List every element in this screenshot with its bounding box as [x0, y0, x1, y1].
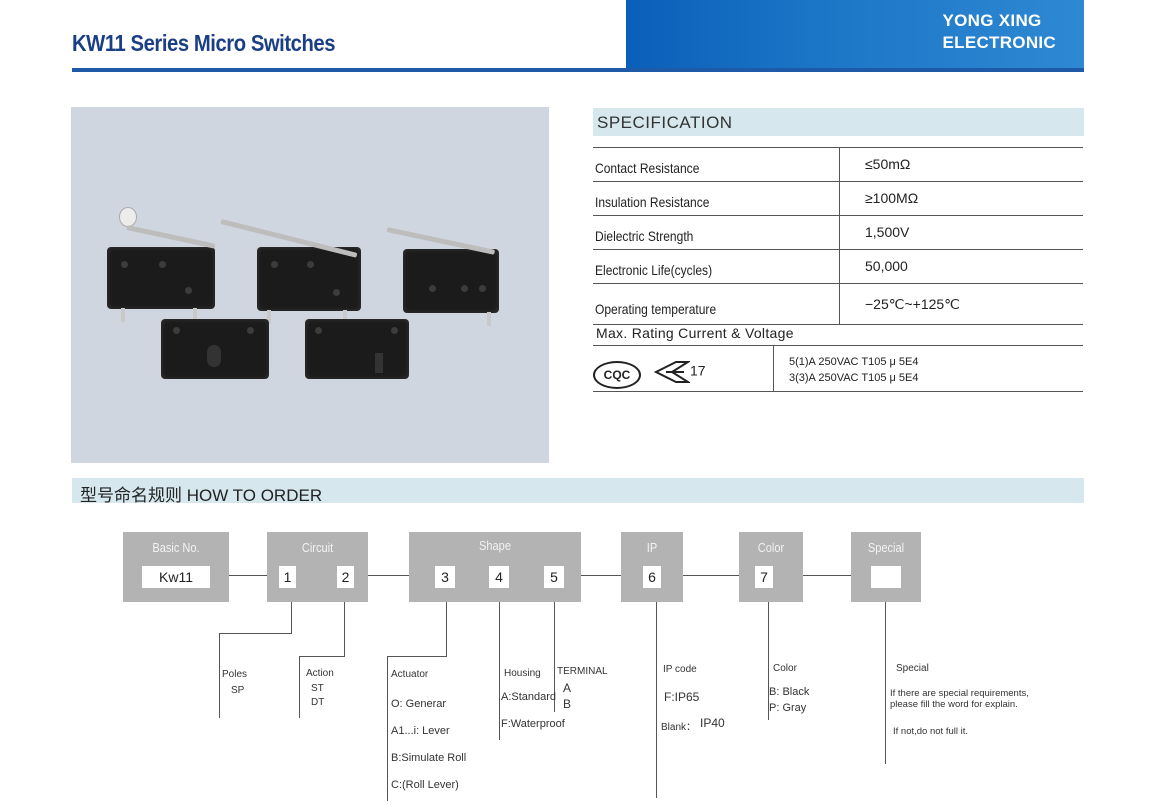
- housing-f: F:Waterproof: [501, 718, 565, 730]
- special-note-1: If there are special requirements,: [890, 688, 1029, 699]
- actuator-b: B:Simulate Roll: [391, 752, 467, 764]
- brand-banner: [626, 0, 1084, 70]
- switch-lever: [257, 247, 361, 311]
- action-st: ST: [311, 683, 324, 694]
- max-rating-label: Max. Rating Current & Voltage: [596, 325, 794, 341]
- color-box: Color 7: [739, 532, 803, 602]
- switch-pin-plunger: [161, 319, 269, 379]
- ip-box: IP 6: [621, 532, 683, 602]
- spec-row: Electronic Life(cycles)50,000: [593, 249, 1083, 284]
- actuator-label: Actuator: [391, 669, 429, 680]
- switch-roller-lever: [107, 247, 215, 309]
- page-title: KW11 Series Micro Switches: [72, 30, 336, 56]
- action-label: Action: [306, 668, 334, 679]
- brand-logo-text: YONG XING ELECTRONIC: [943, 10, 1057, 54]
- action-dt: DT: [311, 697, 325, 708]
- housing-a: A:Standard: [501, 691, 557, 703]
- color-label: Color: [773, 663, 797, 674]
- rating-line: 3(3)A 250VAC T105 μ 5E4: [789, 372, 919, 384]
- basic-no-value: Kw11: [142, 566, 210, 588]
- circuit-box: Circuit 1 2: [267, 532, 368, 602]
- terminal-label: TERMINAL: [557, 666, 608, 677]
- spec-row: Insulation Resistance≥100MΩ: [593, 181, 1083, 216]
- spec-row: Contact Resistance≤50mΩ: [593, 147, 1083, 182]
- color-gray: P: Gray: [769, 702, 807, 714]
- shape-box: Shape 3 4 5: [409, 532, 581, 602]
- special-label: Special: [896, 663, 929, 674]
- ek-cert-logo: 17: [653, 360, 706, 384]
- poles-label: Poles: [222, 669, 248, 680]
- ip65-option: F:IP65: [664, 690, 700, 704]
- actuator-o: O: Generar: [391, 698, 447, 710]
- ip-code-label: IP code: [663, 664, 697, 675]
- terminal-b: B: [563, 697, 572, 711]
- poles-sp: SP: [231, 685, 245, 696]
- ip-blank: Blank：: [661, 722, 697, 733]
- special-note-3: If not,do not full it.: [893, 726, 968, 737]
- actuator-a: A1...i: Lever: [391, 725, 450, 737]
- basic-no-box: Basic No. Kw11: [123, 532, 229, 602]
- actuator-c: C:(Roll Lever): [391, 779, 459, 791]
- brand-line-2: ELECTRONIC: [942, 33, 1056, 52]
- rating-line: 5(1)A 250VAC T105 μ 5E4: [789, 356, 919, 368]
- roller-icon: [119, 207, 137, 227]
- brand-line-1: YONG XING: [942, 11, 1042, 30]
- ip40-option: IP40: [700, 716, 725, 730]
- color-black: B: Black: [769, 686, 810, 698]
- header-divider: [72, 68, 1084, 72]
- special-note-2: please fill the word for explain.: [890, 699, 1018, 710]
- special-box: Special: [851, 532, 921, 602]
- housing-label: Housing: [504, 668, 541, 679]
- how-to-order-heading: 型号命名规则 HOW TO ORDER: [72, 478, 1084, 505]
- specification-heading: SPECIFICATION: [593, 108, 1084, 136]
- terminal-a: A: [563, 681, 572, 695]
- cqc-logo: CQC: [593, 361, 641, 389]
- switch-side-plunger: [305, 319, 409, 379]
- switch-simulated-roller: [403, 249, 499, 313]
- spec-row: Operating temperature−25℃~+125℃: [593, 283, 1083, 325]
- product-photo: [71, 107, 549, 463]
